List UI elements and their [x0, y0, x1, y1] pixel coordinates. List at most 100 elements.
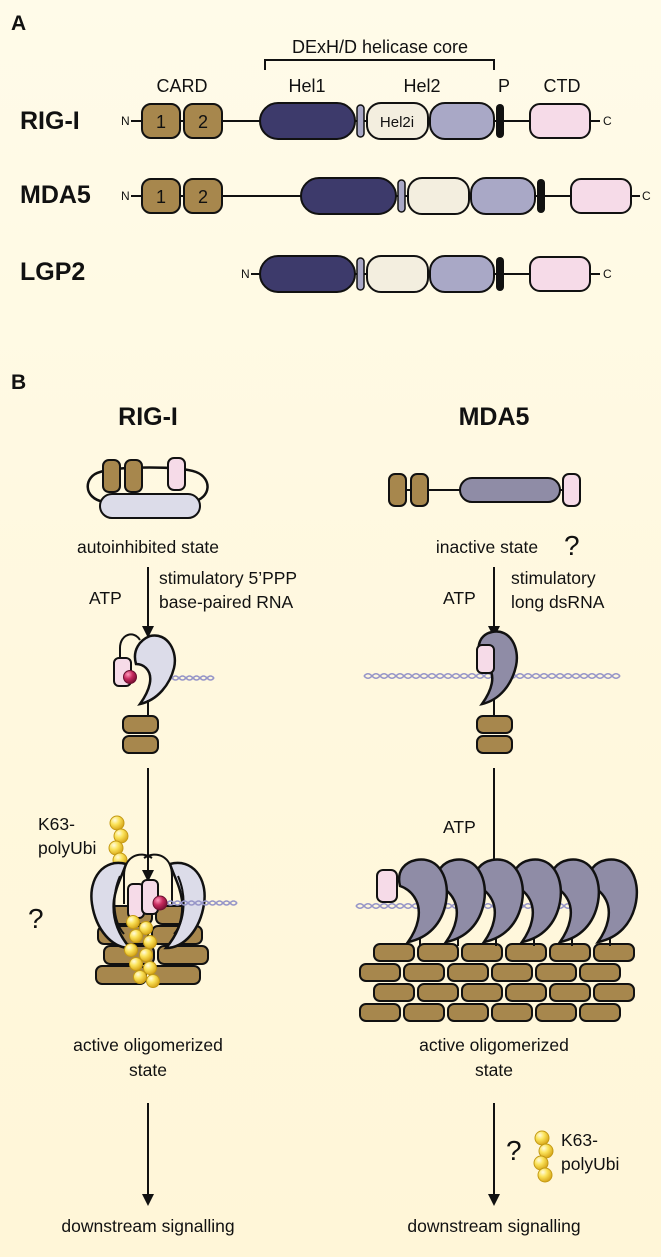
mda5-column-title: MDA5: [459, 403, 530, 431]
ctd-domain: [562, 473, 581, 507]
mda5-pathway: inactive state ? ATP stimulatory long ds…: [355, 473, 639, 1236]
card-domain: [593, 983, 635, 1002]
card-domain: [417, 983, 459, 1002]
rigi-pathway: autoinhibited state ATP stimulatory 5’PP…: [28, 457, 297, 1236]
card-domain: [476, 715, 513, 734]
card-domain: [447, 963, 489, 982]
mda5-arrow1-text-2: long dsRNA: [511, 592, 605, 612]
hel1-domain: [259, 255, 356, 293]
card-domain: [122, 715, 159, 734]
linker-domain: [397, 179, 406, 213]
hel2i-label: Hel2i: [380, 114, 414, 131]
hel2-domain: [429, 102, 495, 140]
rigi-downstream-label: downstream signalling: [61, 1216, 234, 1236]
rigi-arrow1-text-1: stimulatory 5’PPP: [159, 568, 297, 588]
panel-a-label: A: [11, 12, 26, 35]
card-domain: [461, 983, 503, 1002]
helicase-c-shape: [511, 858, 563, 944]
card-domain: [476, 735, 513, 754]
helicase-core-label: DExH/D helicase core: [292, 37, 468, 57]
mda5-arrow3-text-2: polyUbi: [561, 1154, 619, 1174]
card-domain: [535, 1003, 577, 1022]
helicase-core-bracket: [264, 59, 495, 70]
mda5-state-3-label-2: state: [475, 1060, 513, 1080]
helicase-c-shape: [587, 858, 639, 944]
card-domain: [373, 943, 415, 962]
card-domain: [124, 459, 143, 493]
mda5-arrow2-atp: ATP: [443, 817, 476, 837]
c-terminus: C: [603, 114, 612, 128]
pincer-domain: [537, 179, 545, 213]
mda5-domain-map: MDA5 N 1 2 C: [20, 177, 651, 215]
card-domain: [491, 1003, 533, 1022]
card-domain: [410, 473, 429, 507]
card-domain: [417, 943, 459, 962]
c-terminus: C: [642, 189, 651, 203]
rigi-arrow1-text-2: base-paired RNA: [159, 592, 294, 612]
lgp2-domain-map: LGP2 N C: [20, 255, 612, 293]
ctd-domain: [167, 457, 186, 491]
card2-domain: [183, 103, 223, 139]
card-domain: [359, 1003, 401, 1022]
card-domain: [122, 735, 159, 754]
ctd-domain: [529, 256, 591, 292]
hel2-domain-label: Hel2: [403, 76, 440, 96]
mda5-rna-bound-structure: [363, 630, 621, 754]
mda5-state-1-label: inactive state: [436, 537, 538, 557]
mda5-state-1-question: ?: [564, 530, 580, 561]
rigi-arrow2-text-2: polyUbi: [38, 838, 96, 858]
hel2i-domain: [366, 102, 429, 140]
linker-domain: [356, 104, 365, 138]
card-domain: [461, 943, 503, 962]
n-terminus: N: [241, 267, 250, 281]
pincer-domain: [496, 257, 504, 291]
card-domain: [403, 1003, 445, 1022]
card-domain: [388, 473, 407, 507]
card-domain: [579, 963, 621, 982]
rigi-oligomer-question: ?: [28, 903, 44, 934]
ubiquitin: [534, 1130, 550, 1146]
card-domain: [359, 963, 401, 982]
ubiquitin: [109, 815, 125, 831]
helicase-c-shape: [397, 858, 449, 944]
card-domain: [403, 963, 445, 982]
card-domain: [373, 983, 415, 1002]
ubiquitin: [537, 1167, 553, 1183]
rigi-name: RIG-I: [20, 107, 80, 135]
card2-number: 2: [198, 112, 208, 132]
card-domain: [505, 943, 547, 962]
helicase-body: [459, 477, 561, 503]
rigi-state-3-label-1: active oligomerized: [73, 1035, 223, 1055]
lgp2-name: LGP2: [20, 258, 85, 286]
panel-b: B RIG-I MDA5 autoinhibited state ATP sti…: [11, 371, 639, 1236]
linker-domain: [356, 257, 365, 291]
card-domain: [593, 943, 635, 962]
helicase-c-shape: [133, 634, 177, 706]
mda5-downstream-label: downstream signalling: [407, 1216, 580, 1236]
rigi-arrow1-atp: ATP: [89, 588, 122, 608]
mda5-inactive-structure: [388, 473, 581, 507]
rigi-domain-map: RIG-I N 1 2 Hel2i C: [20, 102, 612, 140]
c-terminus: C: [603, 267, 612, 281]
card-domain: [102, 459, 121, 493]
mda5-arrow3-question: ?: [506, 1135, 522, 1166]
rigi-arrow2-text-1: K63-: [38, 814, 75, 834]
hel2i-domain: [366, 255, 429, 293]
ctd-domain: [476, 644, 495, 674]
hel2-domain: [470, 177, 536, 215]
panel-a: A DExH/D helicase core CARD Hel1 Hel2 P …: [11, 12, 651, 293]
card1-number: 1: [156, 187, 166, 207]
hel1-domain: [259, 102, 356, 140]
helicase-c-shape: [473, 858, 525, 944]
ctd-domain: [529, 103, 591, 139]
rigi-state-1-label: autoinhibited state: [77, 537, 219, 557]
n-terminus: N: [121, 114, 130, 128]
card-domain: [549, 983, 591, 1002]
card-domain: [447, 1003, 489, 1022]
mda5-state-3-label-1: active oligomerized: [419, 1035, 569, 1055]
rigi-active-oligomer: [90, 853, 238, 988]
mda5-name: MDA5: [20, 181, 91, 209]
hel2i-domain: [407, 177, 470, 215]
ppp-end: [123, 670, 137, 684]
card2-number: 2: [198, 187, 208, 207]
